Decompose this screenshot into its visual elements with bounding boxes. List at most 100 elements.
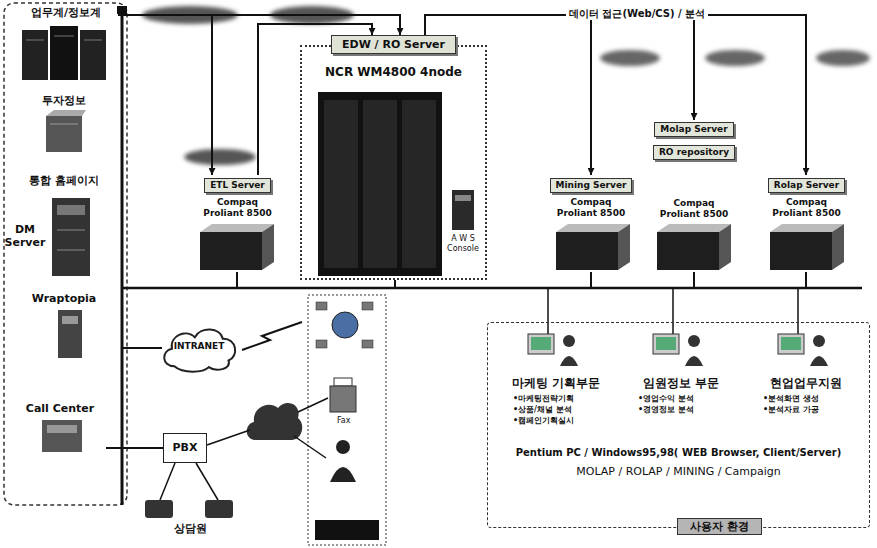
system-node: A W S Console	[441, 234, 485, 264]
bus-cap	[117, 6, 127, 14]
agent-label: 상담원	[174, 522, 207, 535]
bullet-item: •분석화면 생성	[763, 394, 819, 404]
server-stripe	[57, 205, 85, 215]
server-stripe	[50, 124, 78, 125]
model-text: NCR WM4800 4node	[300, 65, 487, 79]
user-pc-icon	[781, 337, 801, 350]
console-stripe	[455, 195, 471, 201]
console-icon	[452, 190, 474, 230]
globe-icon	[332, 312, 358, 338]
server-title: Molap Server	[654, 122, 733, 137]
bullet-item: •분석자료 가공	[763, 405, 819, 415]
pc-icon	[316, 302, 327, 310]
model-text: Compaq Proliant 8500	[770, 197, 844, 219]
pbx-box: PBX	[163, 433, 207, 463]
bus-line	[121, 10, 124, 505]
server-image	[200, 232, 262, 270]
system-node: 임원정보 부문•영업수익 분석•경영정보 분석	[622, 326, 740, 436]
region-title: 사용자 환경	[677, 518, 762, 535]
system-node: 투자정보	[14, 92, 114, 154]
phone-icon	[145, 500, 173, 518]
system-label: Wraptopia	[14, 292, 114, 305]
pc-icon	[362, 302, 373, 310]
server-image	[719, 224, 731, 270]
network-line	[122, 287, 862, 290]
server-image	[657, 232, 719, 270]
cloud-label: INTRANET	[158, 341, 240, 352]
user-icon	[560, 356, 578, 366]
environment-text: MOLAP / ROLAP / MINING / Campaign	[487, 465, 870, 478]
connector	[106, 447, 163, 449]
system-node: 마케팅 기획부문•마케팅전략기획•상품/채널 분석•캠페인기획실시	[497, 326, 615, 436]
server-stripe	[62, 316, 78, 324]
lightning-link	[242, 322, 302, 350]
server-title: ETL Server	[204, 178, 271, 193]
server-stripe	[57, 250, 85, 251]
connector	[425, 15, 806, 175]
user-pc-icon	[778, 334, 804, 354]
pc-icon	[362, 340, 373, 348]
user-icon	[813, 335, 825, 347]
user-pc-icon	[653, 334, 679, 354]
server-icon	[22, 30, 48, 80]
system-node: Wraptopia	[14, 290, 114, 360]
system-label: 투자정보	[14, 94, 114, 107]
server-title: RO repository	[653, 145, 735, 160]
server-title: EDW / RO Server	[331, 35, 456, 54]
connector	[118, 15, 212, 175]
person-icon	[330, 467, 356, 482]
phone-network-cloud	[247, 403, 303, 440]
server-image	[200, 224, 274, 232]
server-image	[556, 224, 630, 232]
system-label: 통합 홈페이지	[8, 174, 120, 187]
system-node: DM Server	[0, 222, 51, 258]
system-node: 통합 홈페이지	[8, 172, 120, 192]
server-stripe	[47, 425, 77, 433]
blurred-label	[705, 50, 765, 66]
server-image	[556, 232, 618, 270]
device-bar	[315, 520, 379, 540]
fax-icon	[330, 386, 356, 412]
device-label: Fax	[337, 416, 351, 426]
connector	[425, 15, 694, 120]
system-node: 현업업무지원•분석화면 생성•분석자료 가공	[747, 326, 865, 436]
server-icon	[52, 198, 90, 276]
link-line	[160, 463, 175, 500]
intranet-line	[122, 347, 162, 349]
group-title: 임원정보 부문	[622, 376, 740, 390]
environment-text: Pentium PC / Windows95,98( WEB Browser, …	[491, 447, 866, 459]
user-icon	[810, 356, 828, 366]
server-stripe	[84, 40, 102, 41]
flow-label: 데이터 접근(Web/CS) / 분석	[566, 8, 708, 20]
blurred-label	[184, 149, 256, 165]
rack-image	[318, 92, 442, 276]
system-node: Call Center	[14, 400, 106, 456]
link-line	[298, 398, 328, 412]
drop-line	[547, 288, 549, 334]
system-panel	[4, 3, 127, 505]
system-label: Call Center	[14, 402, 106, 415]
system-label: DM Server	[0, 224, 51, 249]
user-icon	[685, 356, 703, 366]
user-pc-icon	[528, 334, 554, 354]
link-line	[207, 430, 250, 445]
group-region: Pentium PC / Windows95,98( WEB Browser, …	[487, 322, 870, 542]
server-image	[618, 224, 630, 270]
link-line	[196, 463, 218, 500]
server-title: Rolap Server	[768, 178, 845, 193]
server-title: Mining Server	[550, 178, 633, 193]
group-region: EDW / RO ServerNCR WM4800 4node A W S Con…	[300, 35, 487, 280]
user-pc-icon	[656, 337, 676, 350]
bullet-item: •상품/채널 분석	[513, 405, 572, 415]
bullet-item: •경영정보 분석	[638, 405, 694, 415]
server-icon	[42, 420, 82, 452]
blurred-label	[816, 50, 870, 66]
drop-line	[805, 272, 807, 288]
bullet-item: •마케팅전략기획	[513, 394, 574, 404]
person-icon	[336, 440, 350, 454]
user-icon	[688, 335, 700, 347]
server-box: Molap ServerRO repositoryCompaq Proliant…	[646, 120, 742, 272]
drop-line	[236, 272, 238, 288]
server-icon	[58, 310, 82, 358]
